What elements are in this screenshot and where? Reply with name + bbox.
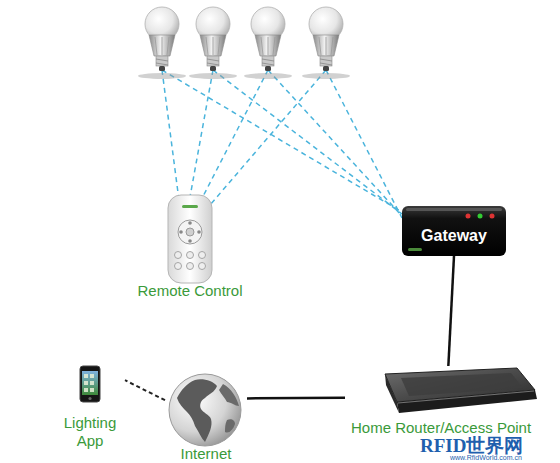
router-node: Home Router/Access Point (345, 366, 540, 438)
remote-button (199, 263, 206, 270)
gateway-top-edge (406, 208, 502, 211)
home-button (88, 397, 91, 400)
wireless-link (188, 70, 213, 208)
wireless-link (196, 70, 268, 210)
globe-sphere (169, 374, 241, 446)
app-icon (84, 374, 88, 378)
status-led (490, 214, 495, 219)
remote-button (188, 221, 192, 225)
remote-button (179, 230, 183, 234)
watermark: www.RfidWorld.com.cn (450, 454, 522, 461)
node-label: Home Router/Access Point (351, 419, 551, 437)
app-icon (84, 381, 88, 385)
light-bulb (138, 7, 186, 79)
app-icon (84, 388, 88, 392)
network-link (125, 380, 165, 400)
remote-button (175, 263, 182, 270)
network-link (247, 396, 345, 399)
router-front (397, 390, 537, 413)
light-bulb (302, 7, 350, 79)
phone-body (80, 366, 100, 402)
router-device (385, 368, 537, 413)
globe-icon (169, 374, 241, 446)
smartphone (80, 366, 100, 402)
remote-logo (182, 205, 198, 208)
router-inner (401, 373, 523, 396)
wireless-link (268, 70, 402, 216)
remote-button (186, 228, 194, 236)
phone-node: Lighting App (55, 364, 125, 454)
remote-button (175, 252, 182, 259)
wireless-link (326, 70, 402, 218)
remote-button (197, 230, 201, 234)
continent (219, 384, 239, 406)
remote-button (188, 239, 192, 243)
remote-dial (178, 220, 202, 244)
node-label: Internet (155, 445, 257, 463)
light-bulb (244, 7, 292, 79)
network-link (448, 256, 454, 366)
app-icon (90, 388, 94, 392)
remote-body (168, 195, 212, 283)
status-led (478, 214, 483, 219)
light-bulb (189, 7, 237, 79)
wireless-link (204, 70, 326, 212)
remote-button (187, 263, 194, 270)
globe-node: Internet (165, 372, 247, 463)
router-highlight (398, 391, 534, 403)
remote-button (187, 252, 194, 259)
remote-control-device (168, 195, 212, 283)
gateway-device (402, 206, 506, 256)
node-label: Lighting App (55, 414, 125, 450)
router-side (385, 374, 399, 413)
continent (177, 379, 217, 442)
app-icon (90, 381, 94, 385)
continent (225, 419, 235, 432)
wireless-link (162, 70, 402, 212)
phone-screen (82, 371, 98, 395)
wireless-link (162, 70, 180, 208)
remote-node: Remote Control (130, 192, 250, 304)
gateway-body (402, 206, 506, 256)
remote-button (199, 252, 206, 259)
gateway-node: Gateway (402, 206, 506, 256)
node-label: Remote Control (130, 282, 250, 300)
watermark: RFID世界网 (420, 436, 523, 455)
status-led (466, 214, 471, 219)
node-label: Gateway (402, 226, 506, 245)
gateway-logo (408, 248, 422, 251)
app-icon (90, 374, 94, 378)
